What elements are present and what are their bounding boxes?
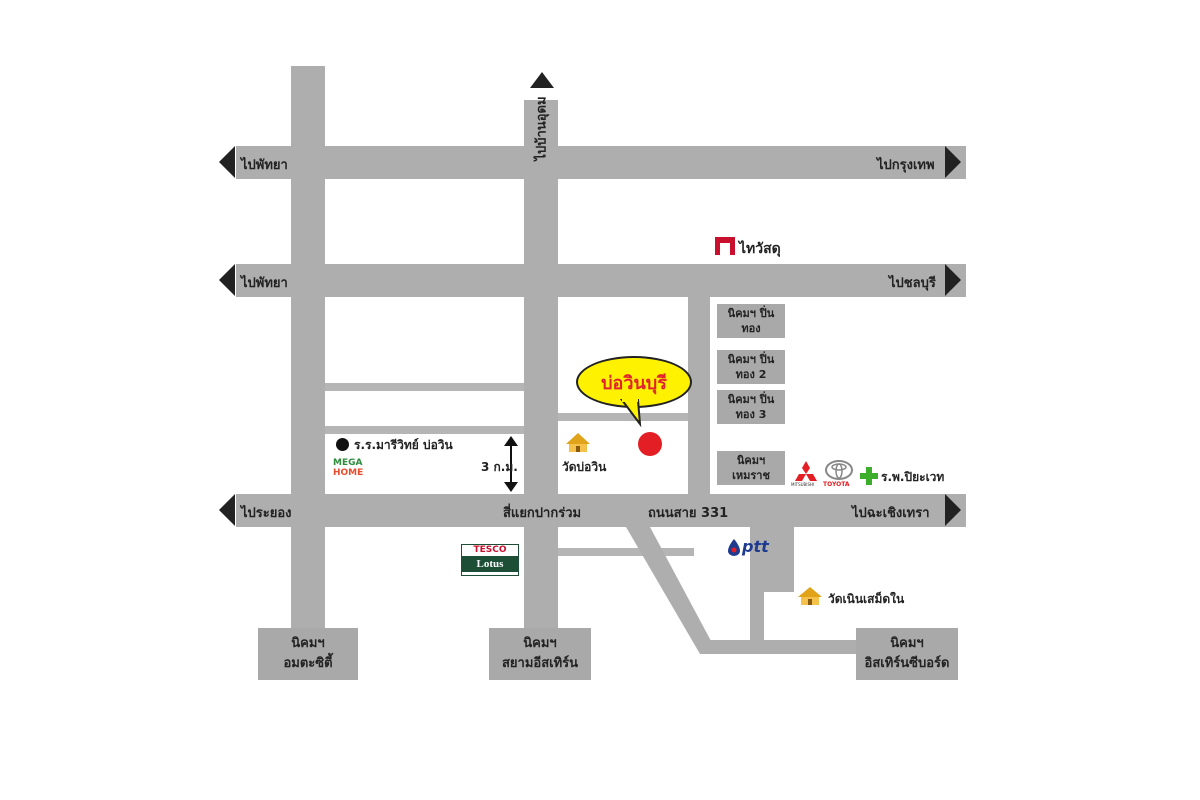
road-331-label: ถนนสาย 331 [648,506,729,521]
estate-siam-eastern: นิคมฯ สยามอีสเทิร์น [489,628,591,680]
minor-road [325,426,524,434]
arrow-right-icon [945,146,961,178]
direction-label-bangkok: ไปกรุงเทพ [877,158,935,173]
arrow-right-icon [945,494,961,526]
road-left-vertical [291,66,325,628]
wat-noen-label: วัดเนินเสม็ดใน [828,592,905,606]
intersection-label: สี่แยกปากร่วม [503,506,582,521]
estate-amata-city: นิคมฯ อมตะซิตี้ [258,628,358,680]
toyota-label: TOYOTA [823,481,850,488]
school-dot [336,438,349,451]
minor-road [325,383,524,391]
mega-home-logo: MEGA HOME [333,458,364,478]
road-331-horizontal [236,494,966,527]
road-top-horizontal [236,146,966,179]
minor-road [764,582,794,592]
road-center-vertical [524,100,558,628]
distance-label: 3 ก.ม. [481,460,518,474]
estate-eastern-seaboard: นิคมฯ อิสเทิร์นซีบอร์ด [856,628,958,680]
estate-pinthong-3: นิคมฯ ปิ่นทอง 3 [717,390,785,424]
school-label: ร.ร.มารีวิทย์ บ่อวิน [354,438,453,452]
estate-hemaraj: นิคมฯ เหมราช [717,451,785,485]
callout-pointer [620,398,642,428]
direction-label-ban-udom: ไปบ้านอุดม [534,96,550,161]
direction-label-pattaya: ไปพัทยา [241,276,288,291]
estate-pinthong-2: นิคมฯ ปิ่นทอง 2 [717,350,785,384]
direction-label-pattaya: ไปพัทยา [241,158,288,173]
mitsubishi-logo [795,461,817,481]
home-store-icon [715,237,735,255]
thaiwatsadu-label: ไทวัสดุ [739,241,781,257]
wat-bowin-label: วัดบ่อวิน [562,460,607,474]
direction-label-chonburi: ไปชลบุรี [889,276,936,291]
minor-road [558,413,688,421]
arrow-left-icon [219,494,235,526]
temple-icon [798,587,822,605]
ptt-flame-icon [728,539,740,556]
temple-icon [566,433,590,452]
minor-road [710,640,860,654]
arrow-left-icon [219,146,235,178]
arrow-up-icon [530,72,554,88]
arrow-left-icon [219,264,235,296]
minor-road-vertical [688,297,710,494]
distance-arrow-icon [504,436,518,492]
road-mid-horizontal [236,264,966,297]
estate-pinthong-1: นิคมฯ ปิ่นทอง [717,304,785,338]
tesco-lotus-logo: TESCO Lotus [461,544,519,576]
minor-road [764,527,794,587]
mitsubishi-label: MITSUBISHI [791,482,815,487]
location-marker [638,432,662,456]
direction-label-chachoengsao: ไปฉะเชิงเทรา [852,506,930,521]
minor-road [558,548,694,556]
arrow-right-icon [945,264,961,296]
hospital-cross-icon [860,467,878,485]
ptt-logo: ptt [742,537,769,556]
minor-road-vertical [750,527,764,642]
direction-label-rayong: ไประยอง [241,506,292,521]
toyota-logo [825,460,853,480]
hospital-label: ร.พ.ปิยะเวท [881,470,945,484]
